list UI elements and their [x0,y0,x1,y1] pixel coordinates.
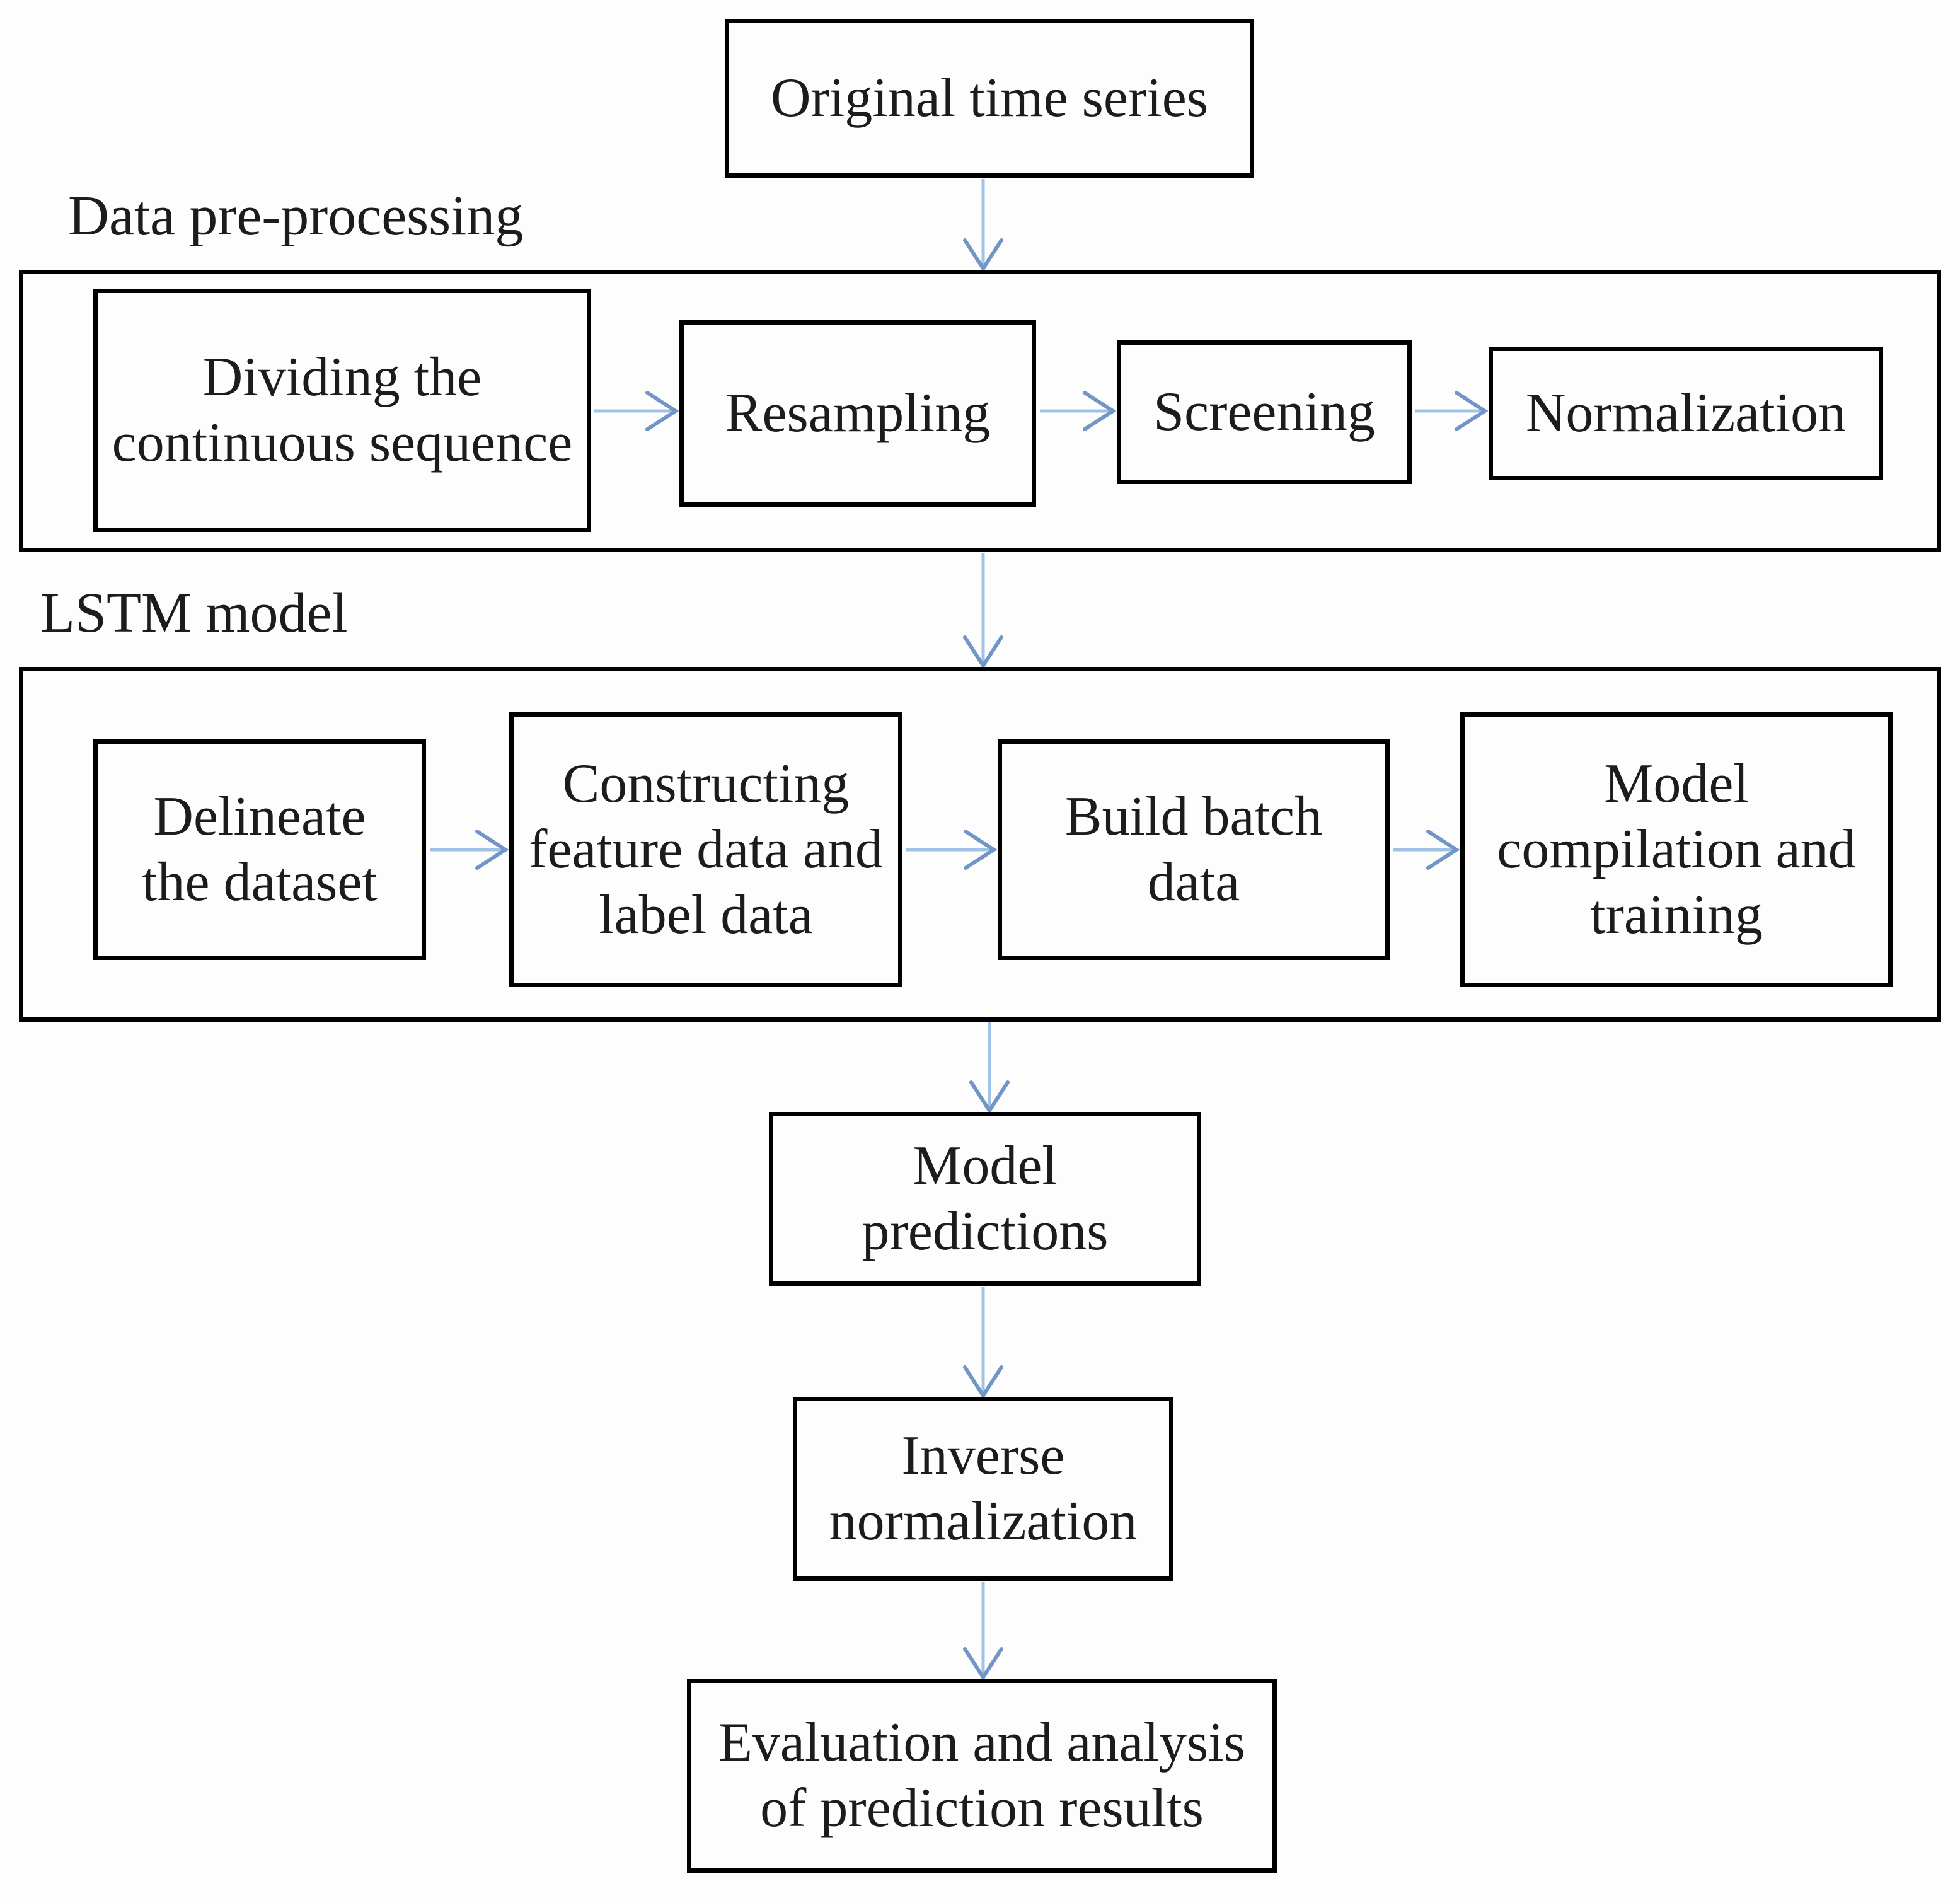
box-dividing-continuous-sequence: Dividing the continuous sequence [93,289,591,532]
box-resampling: Resampling [679,320,1036,507]
container-lstm-model [19,667,1941,1022]
container-data-preprocessing [19,270,1941,552]
box-model-compilation-training: Model compilation and training [1460,712,1893,987]
box-screening: Screening [1117,340,1412,484]
section-label-preprocessing: Data pre-processing [68,185,524,247]
arrow-preprocessing-to-lstm [963,553,1003,669]
arrow-predictions-to-inverse [963,1287,1003,1399]
box-constructing-feature-label-data: Constructing feature data and label data [509,712,902,987]
arrow-inverse-to-evaluation [963,1582,1003,1681]
section-label-lstm: LSTM model [40,582,348,644]
arrow-lstm-to-predictions [969,1022,1010,1114]
box-evaluation-analysis: Evaluation and analysis of prediction re… [687,1679,1277,1873]
box-original-time-series: Original time series [725,19,1254,178]
box-delineate-dataset: Delineate the dataset [93,739,426,960]
box-normalization: Normalization [1489,347,1883,480]
box-inverse-normalization: Inverse normalization [793,1397,1173,1581]
arrow-original-to-preprocessing [963,179,1003,272]
box-model-predictions: Model predictions [769,1112,1201,1286]
box-build-batch-data: Build batch data [998,739,1390,960]
